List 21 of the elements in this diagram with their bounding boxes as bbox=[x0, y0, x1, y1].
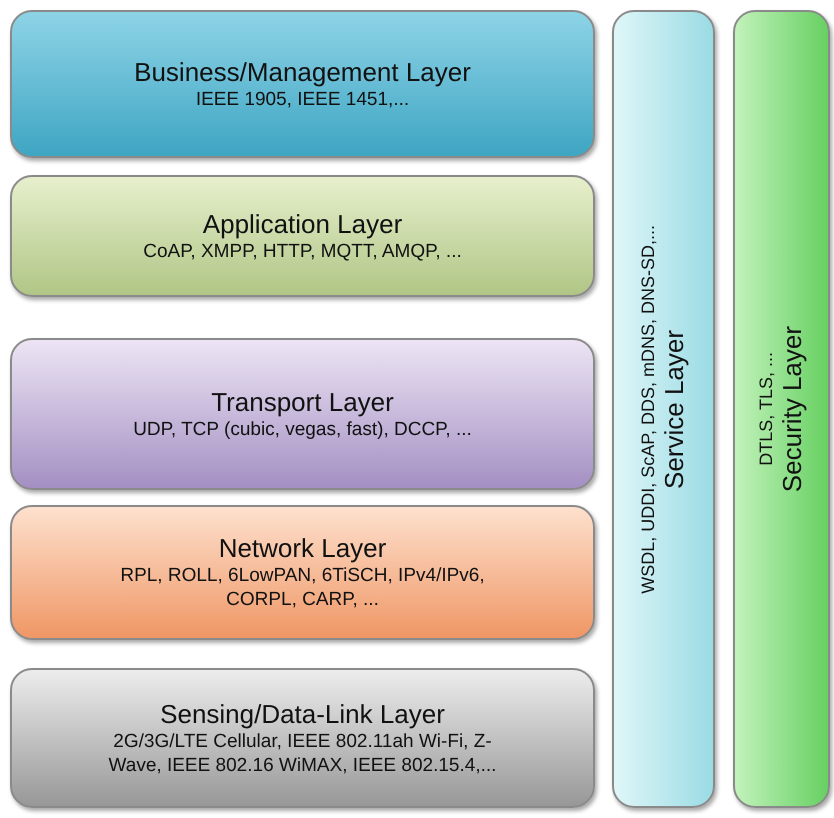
layer-title: Transport Layer bbox=[211, 386, 394, 418]
layer-box bbox=[10, 338, 595, 490]
layer-title: Sensing/Data-Link Layer bbox=[160, 698, 445, 730]
layer-title: Network Layer bbox=[218, 533, 386, 564]
layer-box bbox=[10, 668, 595, 808]
protocol-list: CoAP, XMPP, HTTP, MQTT, AMQP, ... bbox=[143, 240, 462, 264]
layer-box bbox=[612, 10, 715, 808]
protocol-list: WSDL, UDDI, ScAP, DDS, mDNS, DNS-SD,... bbox=[636, 224, 660, 594]
layer-title: Business/Management Layer bbox=[134, 56, 471, 88]
protocol-list: 2G/3G/LTE Cellular, IEEE 802.11ah Wi-Fi, Z-Wave, IEEE 802.16 WiMAX, IEEE 802.15.4,... bbox=[92, 730, 512, 778]
protocol-list: UDP, TCP (cubic, vegas, fast), DCCP, ... bbox=[133, 418, 472, 442]
layer-title: Security Layer bbox=[777, 326, 808, 492]
protocol-list: IEEE 1905, IEEE 1451,... bbox=[196, 88, 410, 112]
protocol-list: RPL, ROLL, 6LowPAN, 6TiSCH, IPv4/IPv6, CORPL, CARP, ... bbox=[112, 564, 492, 612]
layer-title: Service Layer bbox=[659, 330, 690, 488]
layer-box bbox=[733, 10, 830, 808]
layer-box bbox=[10, 505, 595, 640]
layer-title: Application Layer bbox=[202, 208, 402, 240]
layer-box bbox=[10, 10, 595, 158]
protocol-list: DTLS, TLS, ... bbox=[754, 352, 778, 466]
layer-box bbox=[10, 175, 595, 297]
